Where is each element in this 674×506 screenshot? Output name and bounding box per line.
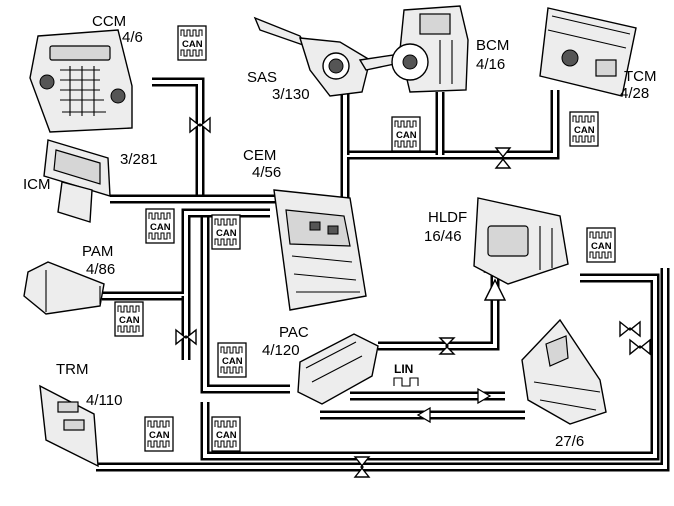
hldf-name: HLDF bbox=[428, 209, 467, 226]
svg-text:CAN: CAN bbox=[591, 241, 612, 252]
icm-name: ICM bbox=[23, 176, 51, 193]
lamp-code: 27/6 bbox=[555, 433, 584, 450]
svg-text:CAN: CAN bbox=[216, 430, 237, 441]
icm-module-illustration bbox=[43, 139, 111, 223]
sas-name: SAS bbox=[247, 69, 277, 86]
ccm-code: 4/6 bbox=[122, 29, 143, 46]
can-symbol: CAN bbox=[586, 227, 616, 263]
svg-text:CAN: CAN bbox=[222, 356, 243, 367]
cem-module-illustration bbox=[273, 189, 367, 311]
can-symbol: CAN bbox=[391, 116, 421, 152]
bcm-module-illustration bbox=[391, 5, 469, 93]
can-symbol: CAN bbox=[114, 301, 144, 337]
svg-text:CAN: CAN bbox=[150, 222, 171, 233]
cem-name: CEM bbox=[243, 147, 276, 164]
svg-text:LIN: LIN bbox=[394, 362, 413, 376]
pam-name: PAM bbox=[82, 243, 113, 260]
sas-module-illustration bbox=[253, 16, 406, 97]
tcm-name: TCM bbox=[624, 68, 657, 85]
can-bus-wires bbox=[96, 77, 670, 472]
can-symbol: CAN bbox=[217, 342, 247, 378]
lin-bus-wires bbox=[320, 387, 525, 424]
svg-text:CAN: CAN bbox=[574, 125, 595, 136]
lamp-actuator-illustration bbox=[521, 318, 607, 425]
pam-code: 4/86 bbox=[86, 261, 115, 278]
can-symbol: CAN bbox=[144, 416, 174, 452]
bcm-name: BCM bbox=[476, 37, 509, 54]
svg-text:CAN: CAN bbox=[119, 315, 140, 326]
can-symbol: CAN bbox=[211, 214, 241, 250]
can-symbol: CAN bbox=[145, 208, 175, 244]
svg-text:CAN: CAN bbox=[182, 39, 203, 50]
tcm-code: 4/28 bbox=[620, 85, 649, 102]
trm-name: TRM bbox=[56, 361, 89, 378]
svg-text:CAN: CAN bbox=[396, 130, 417, 141]
pam-module-illustration bbox=[23, 261, 105, 315]
can-symbol: CAN bbox=[569, 111, 599, 147]
hldf-module-illustration bbox=[473, 197, 569, 285]
wire-break-markers bbox=[175, 116, 651, 478]
hldf-code: 16/46 bbox=[424, 228, 462, 245]
pac-name: PAC bbox=[279, 324, 309, 341]
pac-code: 4/120 bbox=[262, 342, 300, 359]
sas-code: 3/130 bbox=[272, 86, 310, 103]
bcm-code: 4/16 bbox=[476, 56, 505, 73]
pac-module-illustration bbox=[297, 333, 379, 405]
can-symbol: CAN bbox=[177, 25, 207, 61]
trm-module-illustration bbox=[39, 384, 99, 468]
can-symbol: CAN bbox=[211, 416, 241, 452]
icm-code: 3/281 bbox=[120, 151, 158, 168]
lin-symbol: LIN bbox=[393, 362, 419, 387]
ccm-name: CCM bbox=[92, 13, 126, 30]
ccm-module-illustration bbox=[29, 29, 133, 133]
svg-text:CAN: CAN bbox=[149, 430, 170, 441]
svg-text:CAN: CAN bbox=[216, 228, 237, 239]
tcm-module-illustration bbox=[539, 7, 637, 97]
cem-code: 4/56 bbox=[252, 164, 281, 181]
trm-code: 4/110 bbox=[86, 392, 122, 409]
